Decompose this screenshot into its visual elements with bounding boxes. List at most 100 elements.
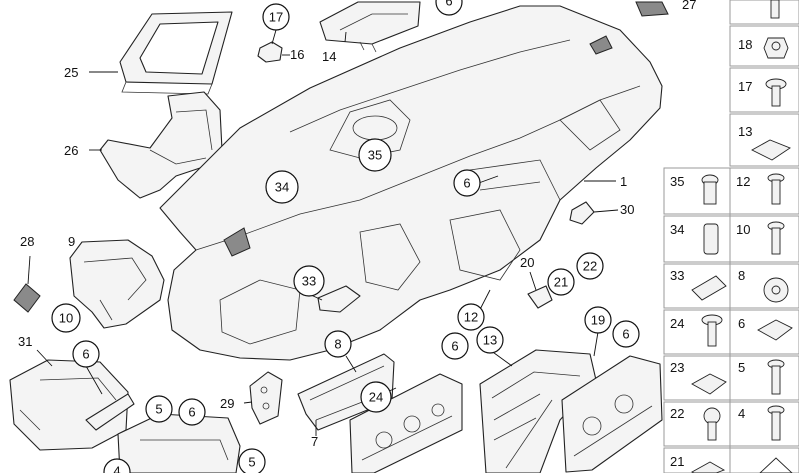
clip-nut-icon — [751, 139, 791, 161]
part-vent-grille — [13, 283, 41, 313]
panel-label: 10 — [736, 222, 750, 237]
panel-label: 21 — [670, 454, 684, 469]
callout-label: 33 — [302, 274, 316, 289]
callout-label: 6 — [82, 347, 89, 362]
callout-7[interactable]: 7 — [311, 434, 318, 449]
callout-label: 22 — [583, 259, 597, 274]
callout-16[interactable]: 16 — [290, 47, 304, 62]
clip-nut-icon — [757, 319, 793, 341]
part-display-frame — [119, 11, 233, 95]
spreader-nut-icon — [703, 223, 719, 255]
panel-label: 12 — [736, 174, 750, 189]
panel-cell — [663, 263, 799, 309]
callout-25[interactable]: 25 — [64, 65, 78, 80]
callout-label: 20 — [520, 255, 534, 270]
callout-label: 13 — [483, 333, 497, 348]
callout-label: 10 — [59, 311, 73, 326]
callout-34[interactable]: 34 — [265, 170, 299, 204]
part-left-bracket — [69, 239, 165, 329]
callout-22[interactable]: 22 — [576, 252, 604, 280]
panel-cell — [663, 309, 799, 355]
callout-29[interactable]: 29 — [220, 396, 234, 411]
panel-label: 22 — [670, 406, 684, 421]
callout-31[interactable]: 31 — [18, 334, 32, 349]
part-bracket-20 — [527, 285, 553, 309]
callout-13[interactable]: 13 — [476, 326, 504, 354]
callout-27[interactable]: 27 — [682, 0, 696, 12]
callout-1[interactable]: 1 — [620, 174, 627, 189]
panel-cell — [663, 355, 799, 401]
screw-icon — [767, 221, 785, 255]
screw-icon — [767, 173, 785, 205]
callout-label: 7 — [311, 434, 318, 449]
part-cover-lid — [319, 1, 421, 53]
panel-label: 8 — [738, 268, 745, 283]
callout-6-mid[interactable]: 6 — [453, 169, 481, 197]
callout-35[interactable]: 35 — [358, 138, 392, 172]
callout-6-center[interactable]: 6 — [441, 332, 469, 360]
callout-label: 9 — [68, 234, 75, 249]
callout-6-right[interactable]: 6 — [612, 320, 640, 348]
callout-10[interactable]: 10 — [51, 303, 81, 333]
callout-19[interactable]: 19 — [584, 306, 612, 334]
part-small-bracket-right — [569, 201, 595, 225]
callout-label: 5 — [155, 402, 162, 417]
part-center-stack-frame — [479, 349, 597, 473]
callout-label: 8 — [334, 337, 341, 352]
part-dashboard-carrier — [159, 5, 663, 361]
panel-cell — [729, 113, 799, 167]
callout-label: 30 — [620, 202, 634, 217]
panel-cell — [663, 447, 799, 473]
callout-label: 6 — [445, 0, 452, 9]
part-storage-tray — [117, 413, 241, 473]
callout-label: 24 — [369, 390, 383, 405]
panel-cell — [663, 167, 799, 215]
callout-label: 14 — [322, 49, 336, 64]
part-small-clip — [257, 41, 283, 63]
callout-4[interactable]: 4 — [103, 458, 131, 473]
panel-cell — [663, 215, 799, 263]
part-center-bracket — [99, 91, 223, 199]
callout-6-lower[interactable]: 6 — [178, 398, 206, 426]
part-climate-panel — [561, 355, 663, 473]
callout-30[interactable]: 30 — [620, 202, 634, 217]
expanding-rivet-icon — [763, 277, 789, 303]
panel-label: 17 — [738, 79, 752, 94]
callout-label: 26 — [64, 143, 78, 158]
callout-12[interactable]: 12 — [457, 303, 485, 331]
callout-24[interactable]: 24 — [360, 381, 392, 413]
callout-33[interactable]: 33 — [293, 265, 325, 297]
callout-9[interactable]: 9 — [68, 234, 75, 249]
panel-label: 4 — [738, 406, 745, 421]
panel-cell — [729, 67, 799, 113]
callout-28[interactable]: 28 — [20, 234, 34, 249]
callout-6-top[interactable]: 6 — [435, 0, 463, 16]
callout-21[interactable]: 21 — [547, 268, 575, 296]
nut-icon — [763, 37, 789, 59]
part-glovebox — [9, 359, 135, 451]
callout-label: 6 — [463, 176, 470, 191]
panel-label: 5 — [738, 360, 745, 375]
callout-14[interactable]: 14 — [322, 49, 336, 64]
panel-label: 24 — [670, 316, 684, 331]
callout-26[interactable]: 26 — [64, 143, 78, 158]
callout-label: 6 — [188, 405, 195, 420]
callout-label: 27 — [682, 0, 696, 12]
callout-20[interactable]: 20 — [520, 255, 534, 270]
panel-label: 18 — [738, 37, 752, 52]
panel-label: 23 — [670, 360, 684, 375]
clip-nut-icon — [691, 461, 726, 473]
callout-label: 6 — [622, 327, 629, 342]
callout-6-left[interactable]: 6 — [72, 340, 100, 368]
collar-screw-icon — [701, 314, 723, 347]
callout-17[interactable]: 17 — [262, 3, 290, 31]
callout-5-lower[interactable]: 5 — [238, 448, 266, 473]
panel-cell — [663, 401, 799, 447]
screw-icon — [767, 405, 785, 441]
callout-label: 4 — [113, 464, 120, 473]
callout-8[interactable]: 8 — [324, 330, 352, 358]
panel-label: 13 — [738, 124, 752, 139]
callout-label: 28 — [20, 234, 34, 249]
callout-5-upper[interactable]: 5 — [145, 395, 173, 423]
